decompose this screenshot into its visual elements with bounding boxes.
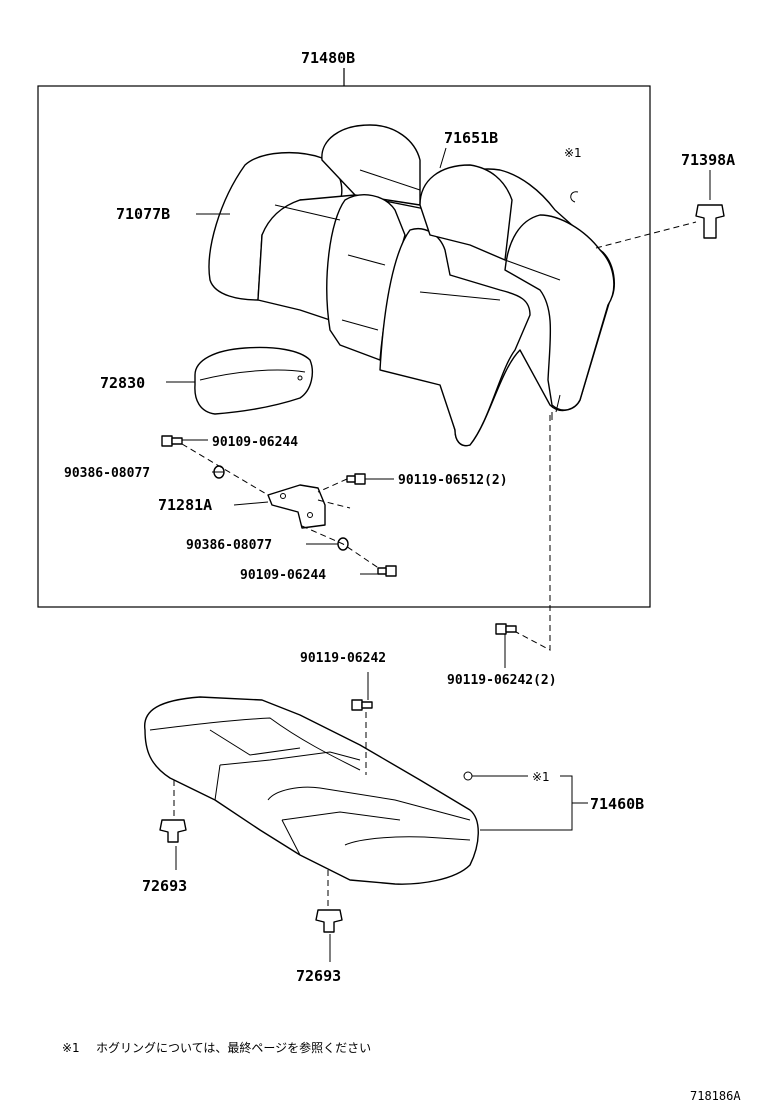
label-71281a: 71281A xyxy=(158,496,212,514)
seat-cushion-illustration xyxy=(144,696,479,885)
label-90119-06242-left: 90119-06242 xyxy=(300,651,386,666)
clip-72693-bottom xyxy=(315,909,343,933)
hog-ring-icon-top xyxy=(570,191,579,203)
label-90119-06512: 90119-06512(2) xyxy=(398,473,508,488)
label-90386-08077-top: 90386-08077 xyxy=(64,466,150,481)
seatback-illustration xyxy=(208,124,616,447)
diagram-code: 718186A xyxy=(690,1089,741,1103)
label-72693-bottom: 72693 xyxy=(296,967,341,985)
bolt-90119-06512 xyxy=(346,473,366,485)
label-90386-08077-bottom: 90386-08077 xyxy=(186,538,272,553)
bolt-90109-top xyxy=(161,435,183,447)
label-note-mark-cushion: ※1 xyxy=(532,770,550,784)
label-90109-06244-bottom: 90109-06244 xyxy=(240,568,326,583)
bolt-90119-06242-left xyxy=(351,699,373,711)
footnote-text: ホグリングについては、最終ページを参照ください xyxy=(96,1040,371,1055)
bolt-90109-bottom xyxy=(377,565,397,577)
label-note-mark-top: ※1 xyxy=(564,146,582,160)
armrest-illustration xyxy=(194,346,313,415)
label-71460b: 71460B xyxy=(590,795,644,813)
label-71077b: 71077B xyxy=(116,205,170,223)
label-71398a: 71398A xyxy=(681,151,735,169)
clip-71398a xyxy=(695,204,725,239)
clip-72693-left xyxy=(159,819,187,843)
label-90109-06244-top: 90109-06244 xyxy=(212,435,298,450)
label-72830: 72830 xyxy=(100,374,145,392)
label-71480b: 71480B xyxy=(301,49,355,67)
hog-ring-icon-cushion xyxy=(463,771,473,781)
label-90119-06242-right: 90119-06242(2) xyxy=(447,673,557,688)
label-72693-left: 72693 xyxy=(142,877,187,895)
label-71651b: 71651B xyxy=(444,129,498,147)
bolt-90119-06242-right xyxy=(495,623,517,635)
footnote-mark: ※1 xyxy=(62,1041,80,1055)
